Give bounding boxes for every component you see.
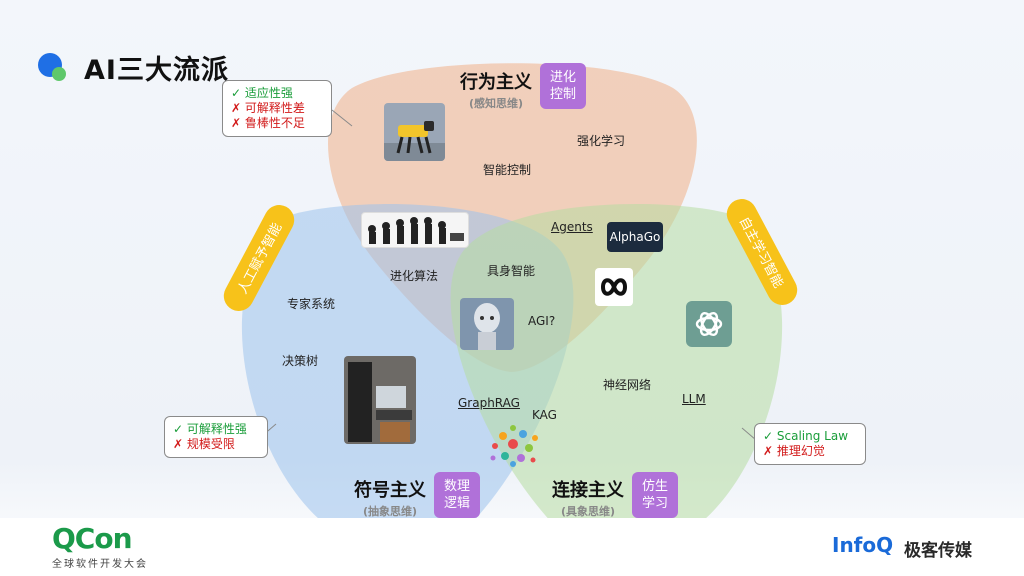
footer	[0, 518, 1024, 576]
label-rl: 强化学习	[577, 134, 626, 148]
computer-hardware-image	[344, 356, 416, 444]
qcon-logo: QCon	[52, 522, 133, 555]
label-tree: 决策树	[282, 354, 319, 368]
label-evolution: 进化算法	[390, 269, 439, 283]
robot-dog-image	[384, 103, 445, 161]
school-connection: 连接主义 (具象思维)	[552, 476, 624, 519]
evolution-image	[361, 212, 469, 248]
label-llm[interactable]: LLM	[682, 392, 706, 406]
label-neural: 神经网络	[603, 378, 652, 392]
label-agents[interactable]: Agents	[551, 220, 593, 234]
meta-knot-icon	[595, 268, 633, 306]
alphago-logo: AlphaGo	[607, 222, 663, 252]
school-connection-name: 连接主义	[552, 480, 624, 501]
school-symbolic: 符号主义 (抽象思维)	[354, 476, 426, 519]
school-behavior-sub: (感知思维)	[468, 97, 524, 110]
school-symbolic-name: 符号主义	[354, 480, 426, 501]
knowledge-graph-icon	[485, 422, 543, 470]
infoq-logo: InfoQ	[832, 533, 894, 557]
tag-behavior: 进化控制	[540, 63, 586, 109]
label-agi: AGI?	[528, 314, 556, 328]
chatgpt-icon	[686, 301, 732, 347]
label-kag: KAG	[532, 408, 557, 422]
label-embodied: 具身智能	[487, 264, 536, 278]
title-bullet-icon	[38, 52, 68, 83]
school-behavior-name: 行为主义	[460, 72, 532, 93]
page-title: AI三大流派	[84, 55, 229, 86]
connection-region	[450, 204, 783, 549]
tag-connection: 仿生学习	[632, 472, 678, 518]
school-symbolic-sub: (抽象思维)	[362, 505, 418, 518]
school-connection-sub: (具象思维)	[560, 505, 616, 518]
humanoid-robot-image	[460, 298, 514, 350]
school-behavior: 行为主义 (感知思维)	[460, 68, 532, 111]
alphago-logo-text: AlphaGo	[609, 230, 661, 244]
jike-logo: 极客传媒	[904, 541, 972, 561]
page-header: AI三大流派	[38, 48, 229, 87]
label-graphrag[interactable]: GraphRAG	[458, 396, 520, 410]
label-expert: 专家系统	[287, 297, 336, 311]
tag-symbolic: 数理逻辑	[434, 472, 480, 518]
callout-behavior: ✓ 适应性强 ✗ 可解释性差 ✗ 鲁棒性不足	[222, 80, 332, 137]
qcon-subtitle: 全球软件开发大会	[52, 559, 148, 570]
label-smart-control: 智能控制	[483, 163, 532, 177]
callout-connection: ✓ Scaling Law ✗ 推理幻觉	[754, 423, 866, 465]
callout-symbolic: ✓ 可解释性强 ✗ 规模受限	[164, 416, 268, 458]
